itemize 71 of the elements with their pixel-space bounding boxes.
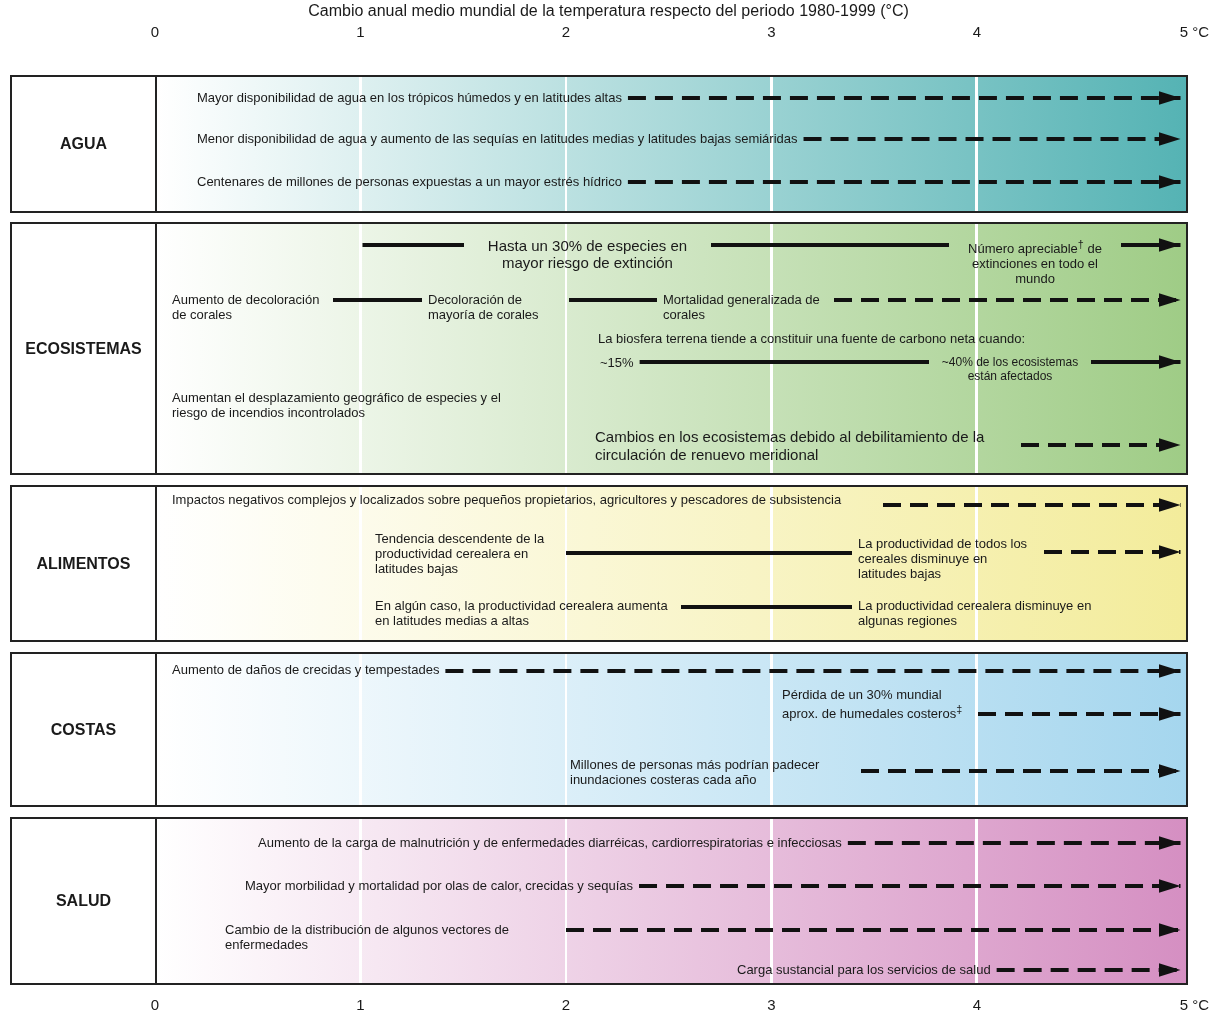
axis-tick-label: 1 — [356, 997, 365, 1012]
dashed-arrow — [861, 764, 1181, 778]
category-band — [10, 485, 1188, 642]
note-text: La biosfera terrena tiende a constituir una fuente de carbono neta cuando: — [598, 331, 1026, 346]
impact-text: Aumento de daños de crecidas y tempestades — [172, 662, 440, 677]
axis-tick-label: 5 °C — [1179, 997, 1210, 1012]
impact-text: Millones de personas más podrían padecer inundaciones costeras cada año — [570, 757, 855, 787]
impact-text: Pérdida de un 30% mundial aprox. de humedales costeros$^{‡}$ — [782, 687, 972, 722]
arrow — [1121, 238, 1181, 252]
solid-line — [566, 551, 852, 555]
solid-line — [639, 360, 929, 364]
impact-text: La productividad de todos los cereales disminuye en latitudes bajas — [858, 536, 1038, 581]
dashed-arrow — [847, 836, 1181, 850]
category-label: AGUA — [58, 135, 109, 153]
axis-tick-label: 4 — [972, 24, 982, 39]
dashed-arrow — [566, 923, 1181, 937]
impact-text: La productividad cerealera disminuye en algunas regiones — [858, 598, 1108, 628]
impact-text: Aumento de la carga de malnutrición y de enfermedades diarréicas, cardiorrespiratorias e infecciosas — [258, 835, 842, 850]
dashed-arrow — [627, 91, 1181, 105]
axis-tick-label: 3 — [767, 24, 776, 39]
category-label: ALIMENTOS — [35, 554, 132, 573]
impact-text: En algún caso, la productividad cerealera aumenta en latitudes medias a altas — [375, 598, 675, 628]
axis-tick-label: 0 — [150, 997, 160, 1012]
impact-text: Menor disponibilidad de agua y aumento de las sequías en latitudes medias y latitudes bajas semiáridas — [197, 131, 798, 146]
arrow — [1091, 355, 1181, 369]
category-band — [10, 222, 1188, 475]
impact-text: ~40% de los ecosistemas están afectados — [935, 355, 1085, 383]
axis-title: Cambio anual medio mundial de la temperatura respecto del periodo 1980-1999 (°C) — [308, 2, 909, 19]
dashed-arrow — [445, 664, 1181, 678]
dashed-arrow — [834, 293, 1181, 307]
category-label: SALUD — [54, 892, 113, 910]
impact-text: Carga sustancial para los servicios de salud — [737, 962, 991, 977]
impact-text: Mayor morbilidad y mortalidad por olas de calor, crecidas y sequías — [245, 878, 633, 893]
solid-line — [711, 243, 949, 247]
category-band — [10, 817, 1188, 985]
dashed-arrow — [883, 498, 1181, 512]
solid-line — [362, 243, 464, 247]
impact-text: Aumento de decoloración de corales — [172, 292, 327, 322]
impact-text: Hasta un 30% de especies en mayor riesgo de extinción — [470, 237, 705, 271]
axis-tick-label: 2 — [561, 997, 571, 1012]
dashed-arrow — [639, 879, 1181, 893]
dashed-arrow — [996, 963, 1181, 977]
axis-tick-label: 1 — [356, 24, 365, 39]
impact-text: Cambios en los ecosistemas debido al debilitamiento de la circulación de renuevo meridional — [595, 428, 1015, 464]
impact-text: Cambio de la distribución de algunos vectores de enfermedades — [225, 922, 560, 952]
impact-text: Centenares de millones de personas expuestas a un mayor estrés hídrico — [197, 174, 622, 189]
dashed-arrow — [1044, 545, 1181, 559]
category-band — [10, 652, 1188, 807]
axis-tick-label: 0 — [150, 24, 160, 39]
axis-tick-label: 3 — [767, 997, 776, 1012]
category-label: COSTAS — [49, 720, 118, 739]
category-band — [10, 75, 1188, 213]
impact-text: Mortalidad generalizada de corales — [663, 292, 828, 322]
solid-line — [569, 298, 657, 302]
note-text: Aumentan el desplazamiento geográfico de especies y el riesgo de incendios incontrolados — [172, 390, 502, 420]
axis-tick-label: 5 °C — [1179, 24, 1210, 39]
impact-text: Tendencia descendente de la productividad cerealera en latitudes bajas — [375, 531, 560, 576]
category-label: ECOSISTEMAS — [24, 339, 143, 358]
impact-text: Decoloración de mayoría de corales — [428, 292, 563, 322]
dashed-arrow — [978, 707, 1181, 721]
impact-text: ~15% — [600, 355, 634, 370]
solid-line — [333, 298, 422, 302]
dashed-arrow — [1021, 438, 1181, 452]
impact-text: Número apreciable$^{†}$ de extinciones en todo el mundo — [955, 237, 1115, 287]
dashed-arrow — [627, 175, 1181, 189]
impact-text: Impactos negativos complejos y localizados sobre pequeños propietarios, agricultores y pescadores de subsistencia — [172, 492, 877, 507]
dashed-arrow — [803, 132, 1181, 146]
axis-tick-label: 2 — [561, 24, 571, 39]
impact-text: Mayor disponibilidad de agua en los trópicos húmedos y en latitudes altas — [197, 90, 622, 105]
axis-tick-label: 4 — [972, 997, 982, 1012]
solid-line — [681, 605, 852, 609]
